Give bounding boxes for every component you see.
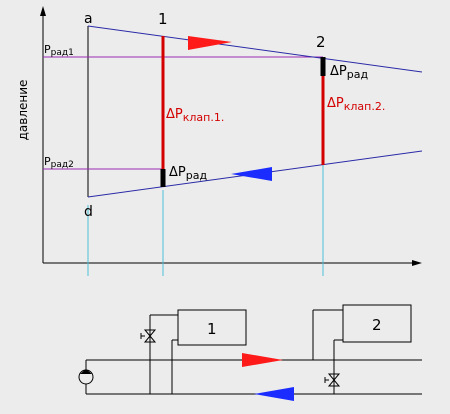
valve-1-icon [140, 329, 157, 343]
y-axis-label: давление [16, 80, 30, 141]
schematic-supply-arrow [242, 353, 283, 367]
schematic-return-arrow [254, 387, 294, 401]
label-d: d [84, 204, 93, 220]
label-unit-2: 2 [372, 316, 382, 334]
label-dp-valve2: ΔPклап.2. [327, 96, 385, 113]
supply-flow-arrow [188, 36, 232, 50]
valve-2-icon [324, 373, 341, 387]
label-unit-1: 1 [207, 320, 217, 338]
label-dp-rad-upper: ΔPрад [330, 64, 368, 81]
y-axis-arrow [40, 6, 46, 16]
return-flow-arrow [231, 167, 272, 181]
label-point-1: 1 [158, 10, 168, 28]
label-dp-valve1: ΔPклап.1. [166, 107, 224, 124]
supply-pressure-line [87, 25, 423, 73]
label-a: a [84, 11, 93, 27]
radiator-2 [342, 304, 412, 343]
label-point-2: 2 [316, 33, 326, 51]
x-axis-arrow [412, 260, 422, 266]
radiator-1 [177, 309, 247, 346]
pump-icon [78, 369, 94, 385]
label-p-rad1: Pрад1 [44, 43, 74, 58]
label-p-rad2: Pрад2 [44, 155, 74, 170]
label-dp-rad-lower: ΔPрад [169, 165, 207, 182]
